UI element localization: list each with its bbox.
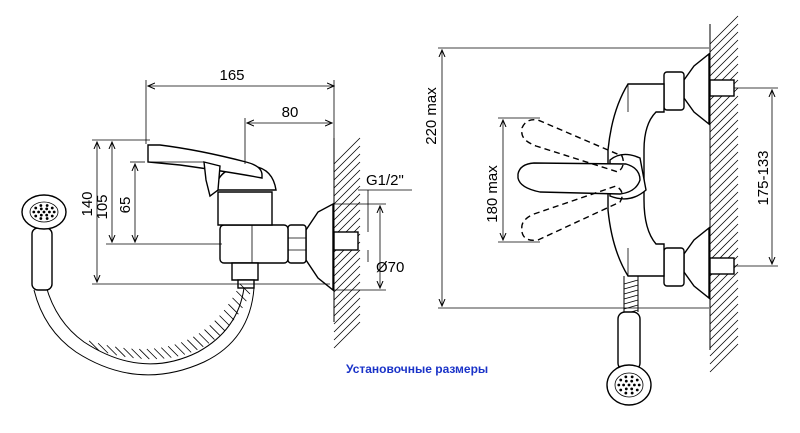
side-column [217, 191, 273, 226]
side-flange [305, 202, 334, 292]
dim-centers: 175-133 [755, 150, 772, 205]
front-wall [709, 15, 739, 373]
dim-width-total: 165 [219, 67, 244, 84]
front-lever [517, 162, 641, 195]
side-nut [287, 224, 307, 264]
front-shower-handle [617, 311, 641, 371]
front-upper-flange [683, 52, 710, 126]
side-outlet [231, 262, 259, 281]
thread-size: G1/2" [366, 172, 404, 189]
front-lever-up-position [521, 118, 625, 173]
dim-lever-max: 180 max [484, 165, 501, 223]
front-upper-nut [663, 71, 685, 111]
dim-height-low: 65 [117, 197, 134, 214]
side-hose [45, 285, 245, 365]
front-lower-nut [663, 247, 685, 287]
front-lower-flange [683, 226, 710, 300]
side-body [219, 224, 289, 264]
dim-height-total: 140 [79, 191, 96, 216]
side-shower-handle [31, 227, 53, 291]
dim-height-mid: 105 [94, 194, 111, 219]
front-view: 220 max 180 max 175-133 [423, 15, 778, 406]
side-connector [333, 231, 359, 251]
front-lever-down-position [521, 185, 623, 242]
flange-diameter: Ø70 [376, 259, 404, 276]
caption: Установочные размеры [346, 362, 488, 376]
dim-height-max: 220 max [423, 87, 440, 145]
side-view: 165 80 140 105 65 G1/2" Ø70 [21, 67, 412, 376]
dim-width-partial: 80 [282, 104, 299, 121]
